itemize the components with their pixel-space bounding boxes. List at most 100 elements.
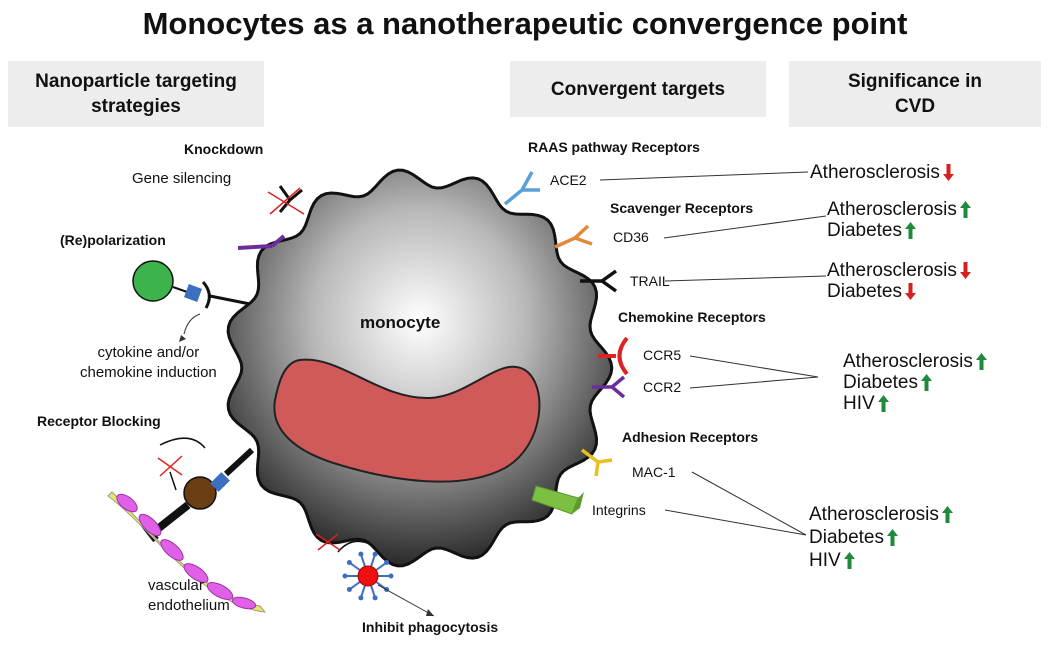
ccr2-label: CCR2	[643, 379, 682, 395]
ace2-label: ACE2	[550, 172, 587, 188]
up-arrow-icon	[843, 552, 855, 569]
nanoparticle-spike	[375, 562, 387, 571]
nanoparticle-spike	[370, 585, 376, 598]
cytokine-line-1: cytokine and/or	[97, 344, 200, 361]
chemokine-category: Chemokine Receptors	[618, 309, 766, 325]
cytokine-label: cytokine and/or chemokine induction	[80, 343, 217, 383]
gene-silencing-label: Gene silencing	[132, 170, 232, 187]
phago-ligand-line	[337, 540, 373, 553]
nanoparticle-spike-tip	[346, 559, 352, 565]
header-line-2: CVD	[894, 96, 936, 117]
condition-label: Atherosclerosis	[809, 504, 939, 525]
monocyte-cell	[226, 168, 614, 568]
phagocytosis-nanoparticle	[342, 551, 394, 601]
trail-receptor	[580, 269, 618, 293]
up-arrow-icon	[921, 374, 932, 391]
inhibit-phagocytosis-label: Inhibit phagocytosis	[362, 619, 499, 635]
ccr5-receptor	[598, 336, 629, 376]
header-line-1: Nanoparticle targeting	[35, 71, 237, 92]
down-arrow-icon	[905, 283, 916, 300]
nucleus	[273, 358, 541, 483]
blocked-ligand-line	[159, 437, 206, 449]
up-arrow-icon	[975, 353, 987, 370]
brown-nanoparticle	[183, 476, 217, 510]
significance-row: HIV	[809, 549, 953, 572]
nanoparticle-spike-tip	[372, 595, 378, 601]
purple-receptor-left	[237, 234, 286, 250]
significance-row: Atherosclerosis	[810, 162, 954, 183]
phago-pointer-head	[426, 609, 434, 616]
receptor-blocking-label: Receptor Blocking	[37, 413, 161, 429]
condition-label: HIV	[843, 393, 875, 414]
nanoparticle-spike-tip	[384, 559, 390, 565]
phago-x-mark	[315, 533, 341, 551]
blocked-ligand-stem	[169, 471, 177, 491]
header-significance: Significance in CVD	[789, 61, 1041, 127]
condition-label: Atherosclerosis	[827, 260, 957, 281]
cd36-label: CD36	[613, 229, 649, 245]
header-convergent-targets: Convergent targets	[510, 61, 766, 117]
down-arrow-icon	[942, 164, 954, 181]
integrin-prism	[531, 485, 584, 515]
induction-arrowhead	[179, 335, 186, 342]
nanoparticle-spike	[349, 581, 361, 590]
page-title: Monocytes as a nanotherapeutic convergen…	[142, 6, 908, 41]
monocyte-label: monocyte	[360, 313, 441, 332]
condition-label: Diabetes	[809, 527, 884, 548]
vascular-line-1: vascular	[148, 577, 204, 594]
header-line-1: Significance in	[847, 71, 983, 92]
up-arrow-icon	[887, 529, 898, 546]
trail-label: TRAIL	[630, 273, 670, 289]
nanoparticle-spike-tip	[358, 551, 364, 557]
up-arrow-icon	[941, 506, 953, 523]
significance-row: Diabetes	[827, 281, 971, 302]
endothelial-cells	[116, 493, 257, 610]
ace2-receptor	[503, 171, 540, 206]
ccr5-label: CCR5	[643, 347, 682, 363]
nanoparticle-spike-tip	[388, 573, 394, 579]
knockdown-label: Knockdown	[184, 141, 264, 157]
significance-row: HIV	[843, 393, 987, 414]
mac1-receptor	[580, 448, 613, 477]
significance-row: Diabetes	[809, 526, 953, 549]
significance-group-ace2: Atherosclerosis	[810, 162, 954, 183]
nanoparticle-spike	[370, 554, 376, 567]
integrins-label: Integrins	[592, 502, 646, 518]
down-arrow-icon	[959, 262, 971, 279]
significance-row: Atherosclerosis	[809, 503, 953, 526]
repolarization-label: (Re)polarization	[60, 232, 166, 248]
receptor-stalk	[209, 294, 251, 306]
scavenger-category: Scavenger Receptors	[610, 200, 754, 216]
vascular-line-2: endothelium	[148, 597, 230, 614]
nanoparticle-spike	[349, 562, 361, 571]
blocking-ligand	[210, 472, 230, 492]
ccr2-receptor	[592, 375, 626, 399]
blocking-x-mark	[157, 455, 183, 477]
phago-pointer	[377, 584, 435, 617]
cytokine-line-2: chemokine induction	[80, 364, 217, 381]
green-nanoparticle	[132, 260, 174, 302]
condition-label: Atherosclerosis	[843, 351, 973, 372]
header-line-2: strategies	[91, 96, 181, 117]
nanoparticle-spike-tip	[346, 587, 352, 593]
nanoparticle-spike-tip	[342, 573, 348, 579]
induction-arrow	[183, 313, 201, 335]
significance-row: Diabetes	[827, 220, 971, 241]
up-arrow-icon	[905, 222, 916, 239]
blocked-receptor	[223, 447, 255, 477]
condition-label: HIV	[809, 550, 841, 571]
up-arrow-icon	[877, 395, 889, 412]
cd36-receptor	[554, 224, 593, 249]
significance-row: Diabetes	[843, 372, 987, 393]
header-targeting-strategies: Nanoparticle targeting strategies	[8, 61, 264, 127]
condition-label: Diabetes	[827, 220, 902, 241]
nanoparticle-spike	[360, 554, 366, 567]
connector-lines	[599, 171, 827, 536]
condition-label: Atherosclerosis	[827, 199, 957, 220]
condition-label: Atherosclerosis	[810, 162, 940, 183]
knockdown-x-mark	[267, 187, 305, 215]
nanoparticle-spike-tip	[372, 551, 378, 557]
significance-row: Atherosclerosis	[827, 260, 971, 281]
